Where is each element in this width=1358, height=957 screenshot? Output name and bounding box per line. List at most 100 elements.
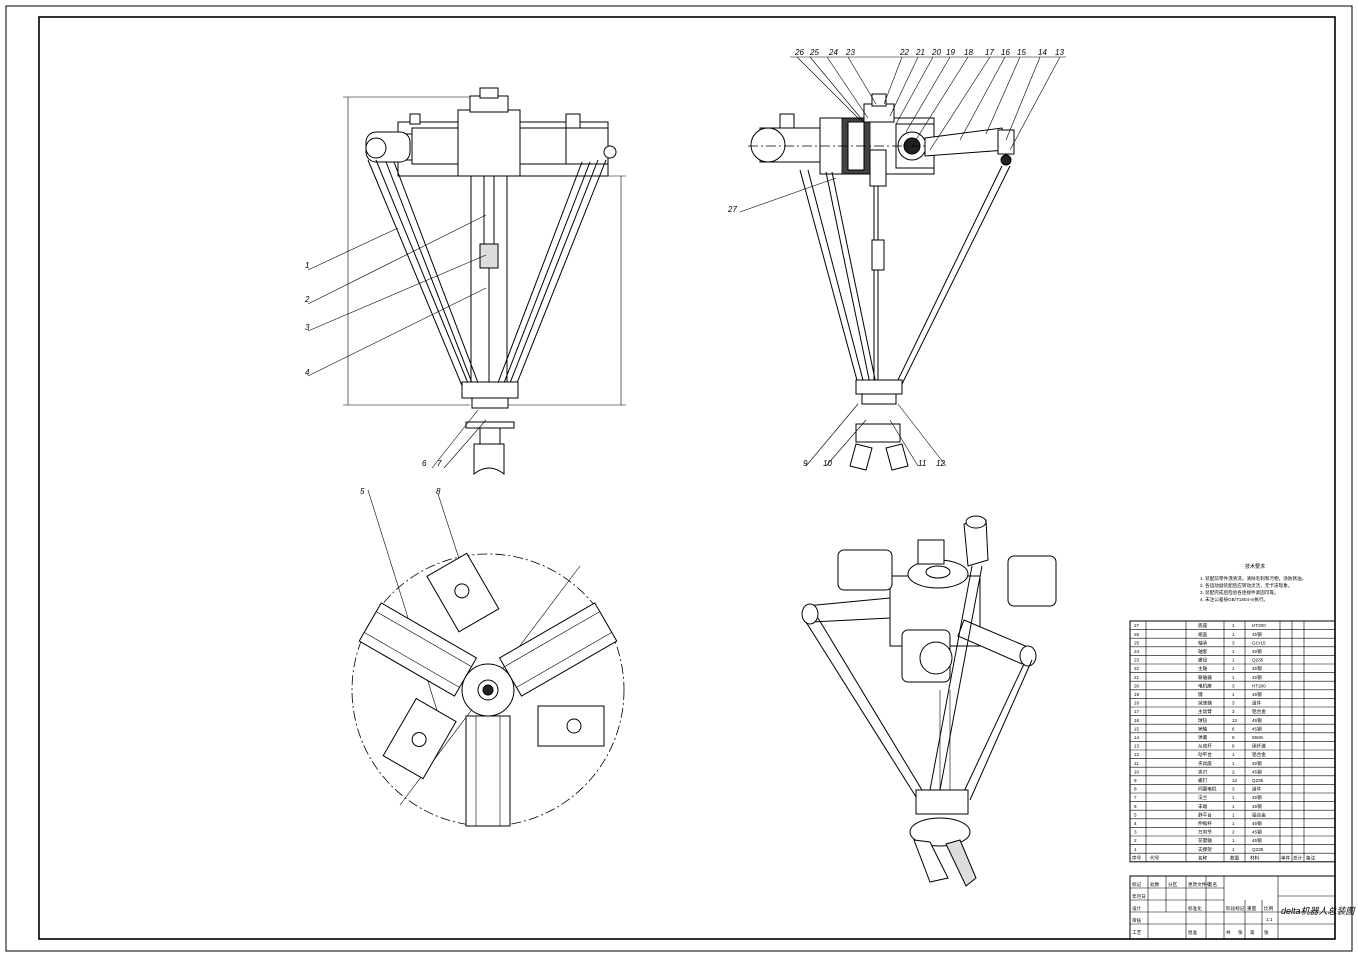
bom-cell: 1 bbox=[1134, 847, 1137, 852]
bom-cell: HT200 bbox=[1252, 623, 1266, 628]
bom-header-cell: 总计 bbox=[1293, 854, 1303, 861]
balloon-23: 23 bbox=[845, 48, 855, 57]
title-block-label: 设计 bbox=[1132, 905, 1142, 912]
bom-header-cell: 名称 bbox=[1198, 854, 1208, 861]
title-block-label: 第 bbox=[1250, 929, 1255, 936]
bom-cell: 支撑架 bbox=[1198, 846, 1212, 853]
drawing-title: delta机器人总装图 bbox=[1281, 906, 1357, 916]
bom-cell: 组件 bbox=[1252, 786, 1262, 793]
bom-cell: 碳纤维 bbox=[1252, 743, 1266, 750]
bom-cell: 45钢 bbox=[1252, 794, 1262, 801]
bom-cell: GCr15 bbox=[1252, 640, 1266, 645]
note-3: 3. 装配完成后检验各连接件紧固可靠。 bbox=[1200, 589, 1279, 596]
title-block-label: 签名 bbox=[1208, 881, 1217, 888]
bom-cell: 12 bbox=[1232, 778, 1238, 783]
bom-cell: 铝合金 bbox=[1252, 751, 1266, 758]
bom-cell: 动平台 bbox=[1198, 751, 1212, 758]
bom-cell: 7 bbox=[1134, 795, 1137, 800]
bom-cell: 11 bbox=[1134, 761, 1139, 766]
bom-cell: 2 bbox=[1134, 838, 1137, 843]
bom-cell: 1 bbox=[1232, 649, 1235, 654]
bom-cell: 45钢 bbox=[1252, 674, 1262, 681]
balloon-2: 2 bbox=[304, 295, 310, 304]
bom-cell: 45钢 bbox=[1252, 768, 1262, 775]
bom-cell: 3 bbox=[1232, 640, 1235, 645]
title-block-label: 审核 bbox=[1132, 917, 1142, 924]
bom-cell: 8 bbox=[1134, 787, 1137, 792]
bom-cell: 底座 bbox=[1198, 622, 1208, 629]
bom-cell: 10 bbox=[1134, 769, 1140, 774]
bom-header-cell: 代号 bbox=[1150, 854, 1160, 861]
balloon-27: 27 bbox=[727, 205, 737, 214]
bom-cell: 螺钉 bbox=[1198, 777, 1208, 784]
bom-cell: 夹具座 bbox=[1198, 760, 1212, 767]
bom-cell: 静平台 bbox=[1198, 811, 1212, 818]
bom-cell: 键 bbox=[1198, 691, 1203, 698]
bom-cell: 45钢 bbox=[1252, 691, 1262, 698]
bom-cell: 12 bbox=[1232, 718, 1238, 723]
bom-cell: 27 bbox=[1134, 623, 1140, 628]
bom-cell: 19 bbox=[1134, 692, 1140, 697]
bom-cell: 15 bbox=[1134, 726, 1140, 731]
balloon-1: 1 bbox=[305, 261, 309, 270]
bom-cell: 3 bbox=[1232, 709, 1235, 714]
bom-cell: 45钢 bbox=[1252, 837, 1262, 844]
balloon-25: 25 bbox=[809, 48, 819, 57]
side-view: 26 25 24 23 22 21 20 19 18 17 16 15 14 1… bbox=[727, 48, 1066, 471]
bom-cell: 法兰 bbox=[1198, 794, 1208, 801]
bom-cell: 1 bbox=[1232, 761, 1235, 766]
bom-cell: 12 bbox=[1134, 752, 1140, 757]
bom-cell: 组件 bbox=[1252, 700, 1262, 707]
bom-cell: 1 bbox=[1232, 632, 1235, 637]
bom-cell: 18 bbox=[1134, 701, 1140, 706]
bom-cell: Q235 bbox=[1252, 847, 1264, 852]
balloon-13: 13 bbox=[1055, 48, 1064, 57]
title-block-label: 更改文件号 bbox=[1188, 881, 1211, 888]
title-block-label: 批准 bbox=[1188, 929, 1198, 936]
bom-cell: 端盖 bbox=[1198, 631, 1208, 638]
bom-cell: 6 bbox=[1134, 804, 1137, 809]
balloon-20: 20 bbox=[931, 48, 941, 57]
title-block-label: 处数 bbox=[1150, 881, 1160, 888]
bom-header-cell: 单件 bbox=[1281, 854, 1291, 861]
bom-cell: 3 bbox=[1134, 830, 1137, 835]
title-block-label: 分区 bbox=[1168, 881, 1178, 888]
bom-cell: 9 bbox=[1134, 778, 1137, 783]
bom-cell: 球铰 bbox=[1198, 717, 1208, 724]
bom-cell: 45钢 bbox=[1252, 717, 1262, 724]
balloon-9: 9 bbox=[803, 459, 808, 468]
title-block-label: 比例 bbox=[1264, 905, 1274, 912]
bom-header-cell: 备注 bbox=[1306, 854, 1316, 861]
bom-cell: 5 bbox=[1134, 812, 1137, 817]
bom-cell: 4 bbox=[1134, 821, 1137, 826]
outer-border bbox=[5, 5, 1353, 952]
balloon-12: 12 bbox=[936, 459, 945, 468]
bom-cell: 45钢 bbox=[1252, 803, 1262, 810]
bom-cell: 1 bbox=[1232, 804, 1235, 809]
bom-cell: 21 bbox=[1134, 675, 1140, 680]
bom-cell: 45钢 bbox=[1252, 760, 1262, 767]
top-view: 5 8 bbox=[351, 487, 625, 827]
bom-cell: 末端 bbox=[1198, 803, 1208, 810]
bom-cell: 14 bbox=[1134, 735, 1140, 740]
bom-cell: 电机座 bbox=[1198, 682, 1212, 689]
bom-cell: 25 bbox=[1134, 640, 1140, 645]
bom-cell: 65Mn bbox=[1252, 735, 1264, 740]
bom-header-cell: 序号 bbox=[1132, 854, 1142, 861]
bom-cell: HT200 bbox=[1252, 683, 1266, 688]
title-block-label: 阶段标记 bbox=[1226, 905, 1245, 912]
note-2: 2. 各运动副装配后应转动灵活，无卡滞现象。 bbox=[1200, 582, 1292, 589]
title-block-label: 重量 bbox=[1247, 905, 1257, 912]
technical-notes: 技术要求 1. 装配前零件须清洗，清除毛刺和污物，涂防锈油。 2. 各运动副装配… bbox=[1200, 563, 1306, 603]
bom-cell: 1 bbox=[1232, 838, 1235, 843]
balloon-17: 17 bbox=[985, 48, 994, 57]
bom-cell: 16 bbox=[1134, 718, 1140, 723]
bom-cell: 1 bbox=[1232, 658, 1235, 663]
bom-cell: 2 bbox=[1232, 769, 1235, 774]
title-block-label: 标记 bbox=[1132, 881, 1142, 888]
bom-cell: 销轴 bbox=[1198, 725, 1208, 732]
bom-cell: 20 bbox=[1134, 683, 1140, 688]
bom-cell: 1 bbox=[1232, 847, 1235, 852]
note-4: 4. 未注公差按GB/T1804-m执行。 bbox=[1200, 596, 1268, 603]
